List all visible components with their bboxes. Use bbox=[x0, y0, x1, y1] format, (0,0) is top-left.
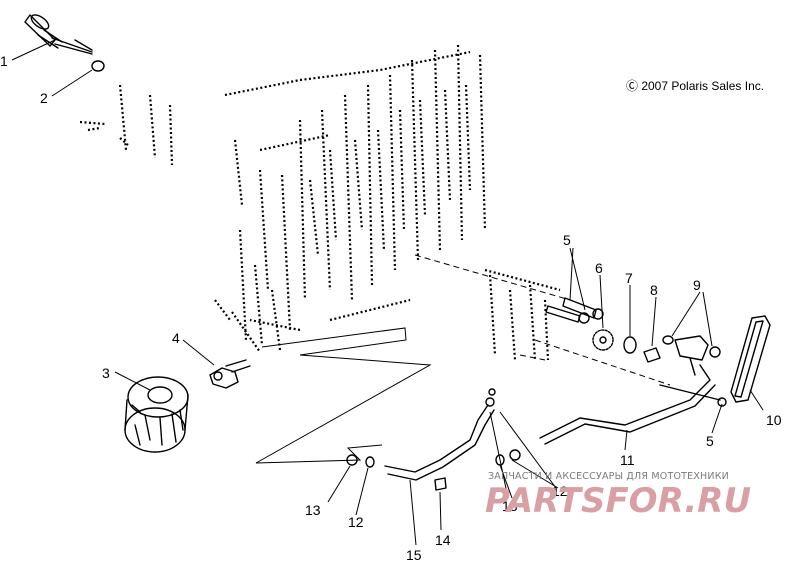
callout-5-top: 5 bbox=[563, 232, 571, 248]
hose-part-10 bbox=[730, 315, 771, 403]
dipstick-part-1 bbox=[24, 14, 93, 55]
engine-block bbox=[79, 44, 561, 361]
clamp-part-12 bbox=[365, 454, 505, 468]
callout-6: 6 bbox=[595, 260, 603, 276]
fitting-part-4 bbox=[209, 359, 251, 389]
callout-13-left: 13 bbox=[305, 502, 321, 518]
o-ring-part-2 bbox=[91, 60, 105, 72]
callout-7: 7 bbox=[625, 270, 633, 286]
callout-4: 4 bbox=[172, 330, 180, 346]
callout-9: 9 bbox=[693, 277, 701, 293]
callout-12-right: 12 bbox=[552, 483, 568, 499]
washer-part-6 bbox=[592, 329, 614, 351]
callout-14: 14 bbox=[435, 532, 451, 548]
oil-line-part-11 bbox=[539, 364, 727, 445]
watermark-brand: PARTSFOR.RU bbox=[485, 481, 751, 521]
callout-12-left: 12 bbox=[348, 514, 364, 530]
washer-part-7 bbox=[623, 336, 637, 354]
washer-part-13 bbox=[346, 449, 521, 466]
callout-11: 11 bbox=[620, 452, 635, 468]
o-ring-part-9 bbox=[662, 335, 721, 376]
oil-filter-part-3 bbox=[124, 376, 189, 453]
callout-2: 2 bbox=[40, 90, 48, 106]
callout-3: 3 bbox=[102, 365, 110, 381]
assembly-guide-lines bbox=[414, 254, 671, 386]
oil-line-outline bbox=[255, 327, 432, 464]
banjo-bolt-part-5 bbox=[545, 297, 604, 324]
callout-10: 10 bbox=[766, 412, 782, 428]
callout-5-bottom: 5 bbox=[706, 433, 714, 449]
leader-lines bbox=[11, 39, 764, 546]
watermark-tagline: ЗАПЧАСТИ И АКСЕССУАРЫ ДЛЯ МОТОТЕХНИКИ bbox=[488, 471, 729, 482]
screw-part-14 bbox=[434, 477, 447, 491]
hose-part-15 bbox=[384, 388, 496, 481]
callout-8: 8 bbox=[650, 282, 658, 298]
callout-1: 1 bbox=[0, 53, 8, 69]
copyright-notice: Ⓒ 2007 Polaris Sales Inc. bbox=[626, 79, 764, 93]
callout-15: 15 bbox=[406, 547, 422, 563]
callout-13-right: 13 bbox=[502, 498, 518, 514]
plug-part-8 bbox=[643, 347, 661, 363]
